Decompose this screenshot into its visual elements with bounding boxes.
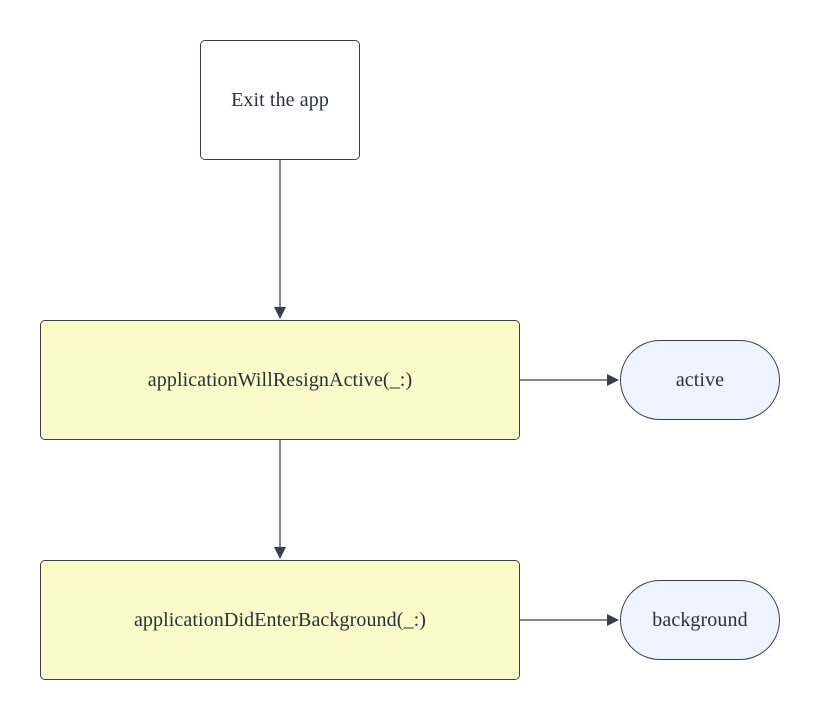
- node-application-will-resign-active-label: applicationWillResignActive(_:): [147, 368, 413, 391]
- node-application-did-enter-background: applicationDidEnterBackground(_:): [40, 560, 520, 680]
- state-background-label: background: [652, 608, 748, 631]
- state-active: active: [620, 340, 780, 420]
- state-active-label: active: [675, 368, 725, 391]
- node-application-did-enter-background-label: applicationDidEnterBackground(_:): [133, 608, 427, 631]
- node-exit-the-app-label: Exit the app: [231, 88, 329, 111]
- state-background: background: [620, 580, 780, 660]
- node-application-will-resign-active: applicationWillResignActive(_:): [40, 320, 520, 440]
- node-exit-the-app: Exit the app: [200, 40, 360, 160]
